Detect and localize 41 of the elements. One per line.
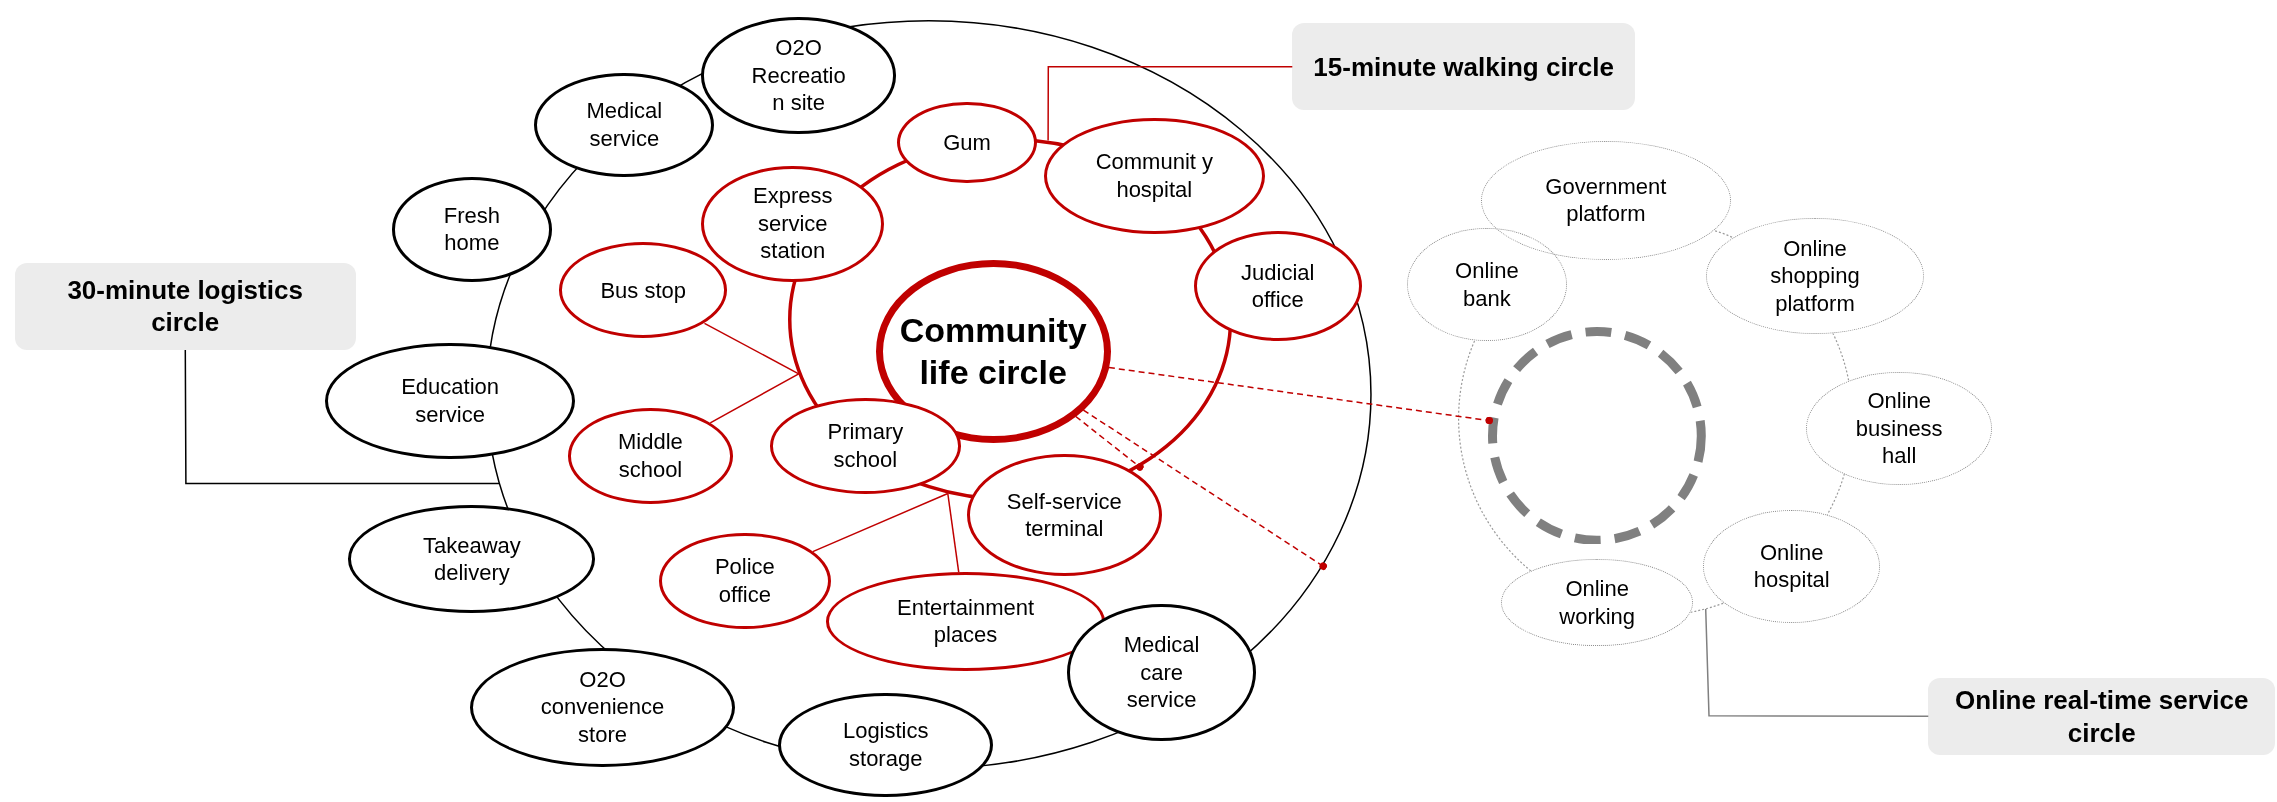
node-label: Online working: [1558, 575, 1637, 631]
node-label: O2O Recreatio n site: [750, 34, 847, 117]
callout-box: [1928, 678, 2276, 756]
node-label: Self-service terminal: [1005, 487, 1123, 543]
node-label: Takeaway delivery: [421, 531, 522, 587]
node-label: Medical service: [585, 97, 664, 153]
dashed-connector: [1082, 409, 1327, 570]
node-label: Online hospital: [1752, 538, 1831, 594]
node-label: Entertainment places: [896, 593, 1036, 649]
leader-line: [1047, 66, 1294, 142]
node-label: Logistics storage: [841, 717, 930, 773]
leader-line: [709, 373, 800, 424]
node-label: Government platform: [1544, 172, 1668, 228]
node-label: Online shopping platform: [1769, 234, 1861, 318]
leader-line: [947, 492, 960, 573]
node-label: Community life circle: [898, 309, 1088, 394]
node-label: Judicial office: [1240, 258, 1316, 314]
leader-line: [1704, 608, 1930, 717]
node-label: Online bank: [1454, 257, 1520, 313]
leader-line: [812, 492, 949, 553]
node-label: Online business hall: [1854, 387, 1944, 470]
node-label: Medical care service: [1122, 631, 1201, 714]
node-label: Gum: [943, 128, 991, 156]
callout-label: Online real-time service circle: [1954, 684, 2250, 750]
node-label: Express service station: [752, 182, 834, 265]
node-label: O2O convenience store: [539, 665, 666, 749]
callout-box: [14, 262, 356, 350]
node-label: Primary school: [826, 418, 905, 474]
node-label: Police office: [713, 553, 776, 609]
dashed-connector: [1108, 366, 1494, 425]
callout-label: 15-minute walking circle: [1313, 50, 1614, 83]
node-label: Education service: [400, 373, 501, 429]
leader-line: [703, 322, 800, 375]
node-label: Middle school: [617, 428, 684, 484]
node-label: Bus stop: [600, 276, 686, 305]
node-label: Fresh home: [442, 201, 501, 257]
node-label: Communit y hospital: [1094, 148, 1214, 204]
callout-box: [1292, 23, 1635, 111]
callout-label: 30-minute logistics circle: [66, 273, 304, 339]
dashed-connector: [1075, 415, 1144, 471]
dashed-circle: [1488, 326, 1707, 545]
